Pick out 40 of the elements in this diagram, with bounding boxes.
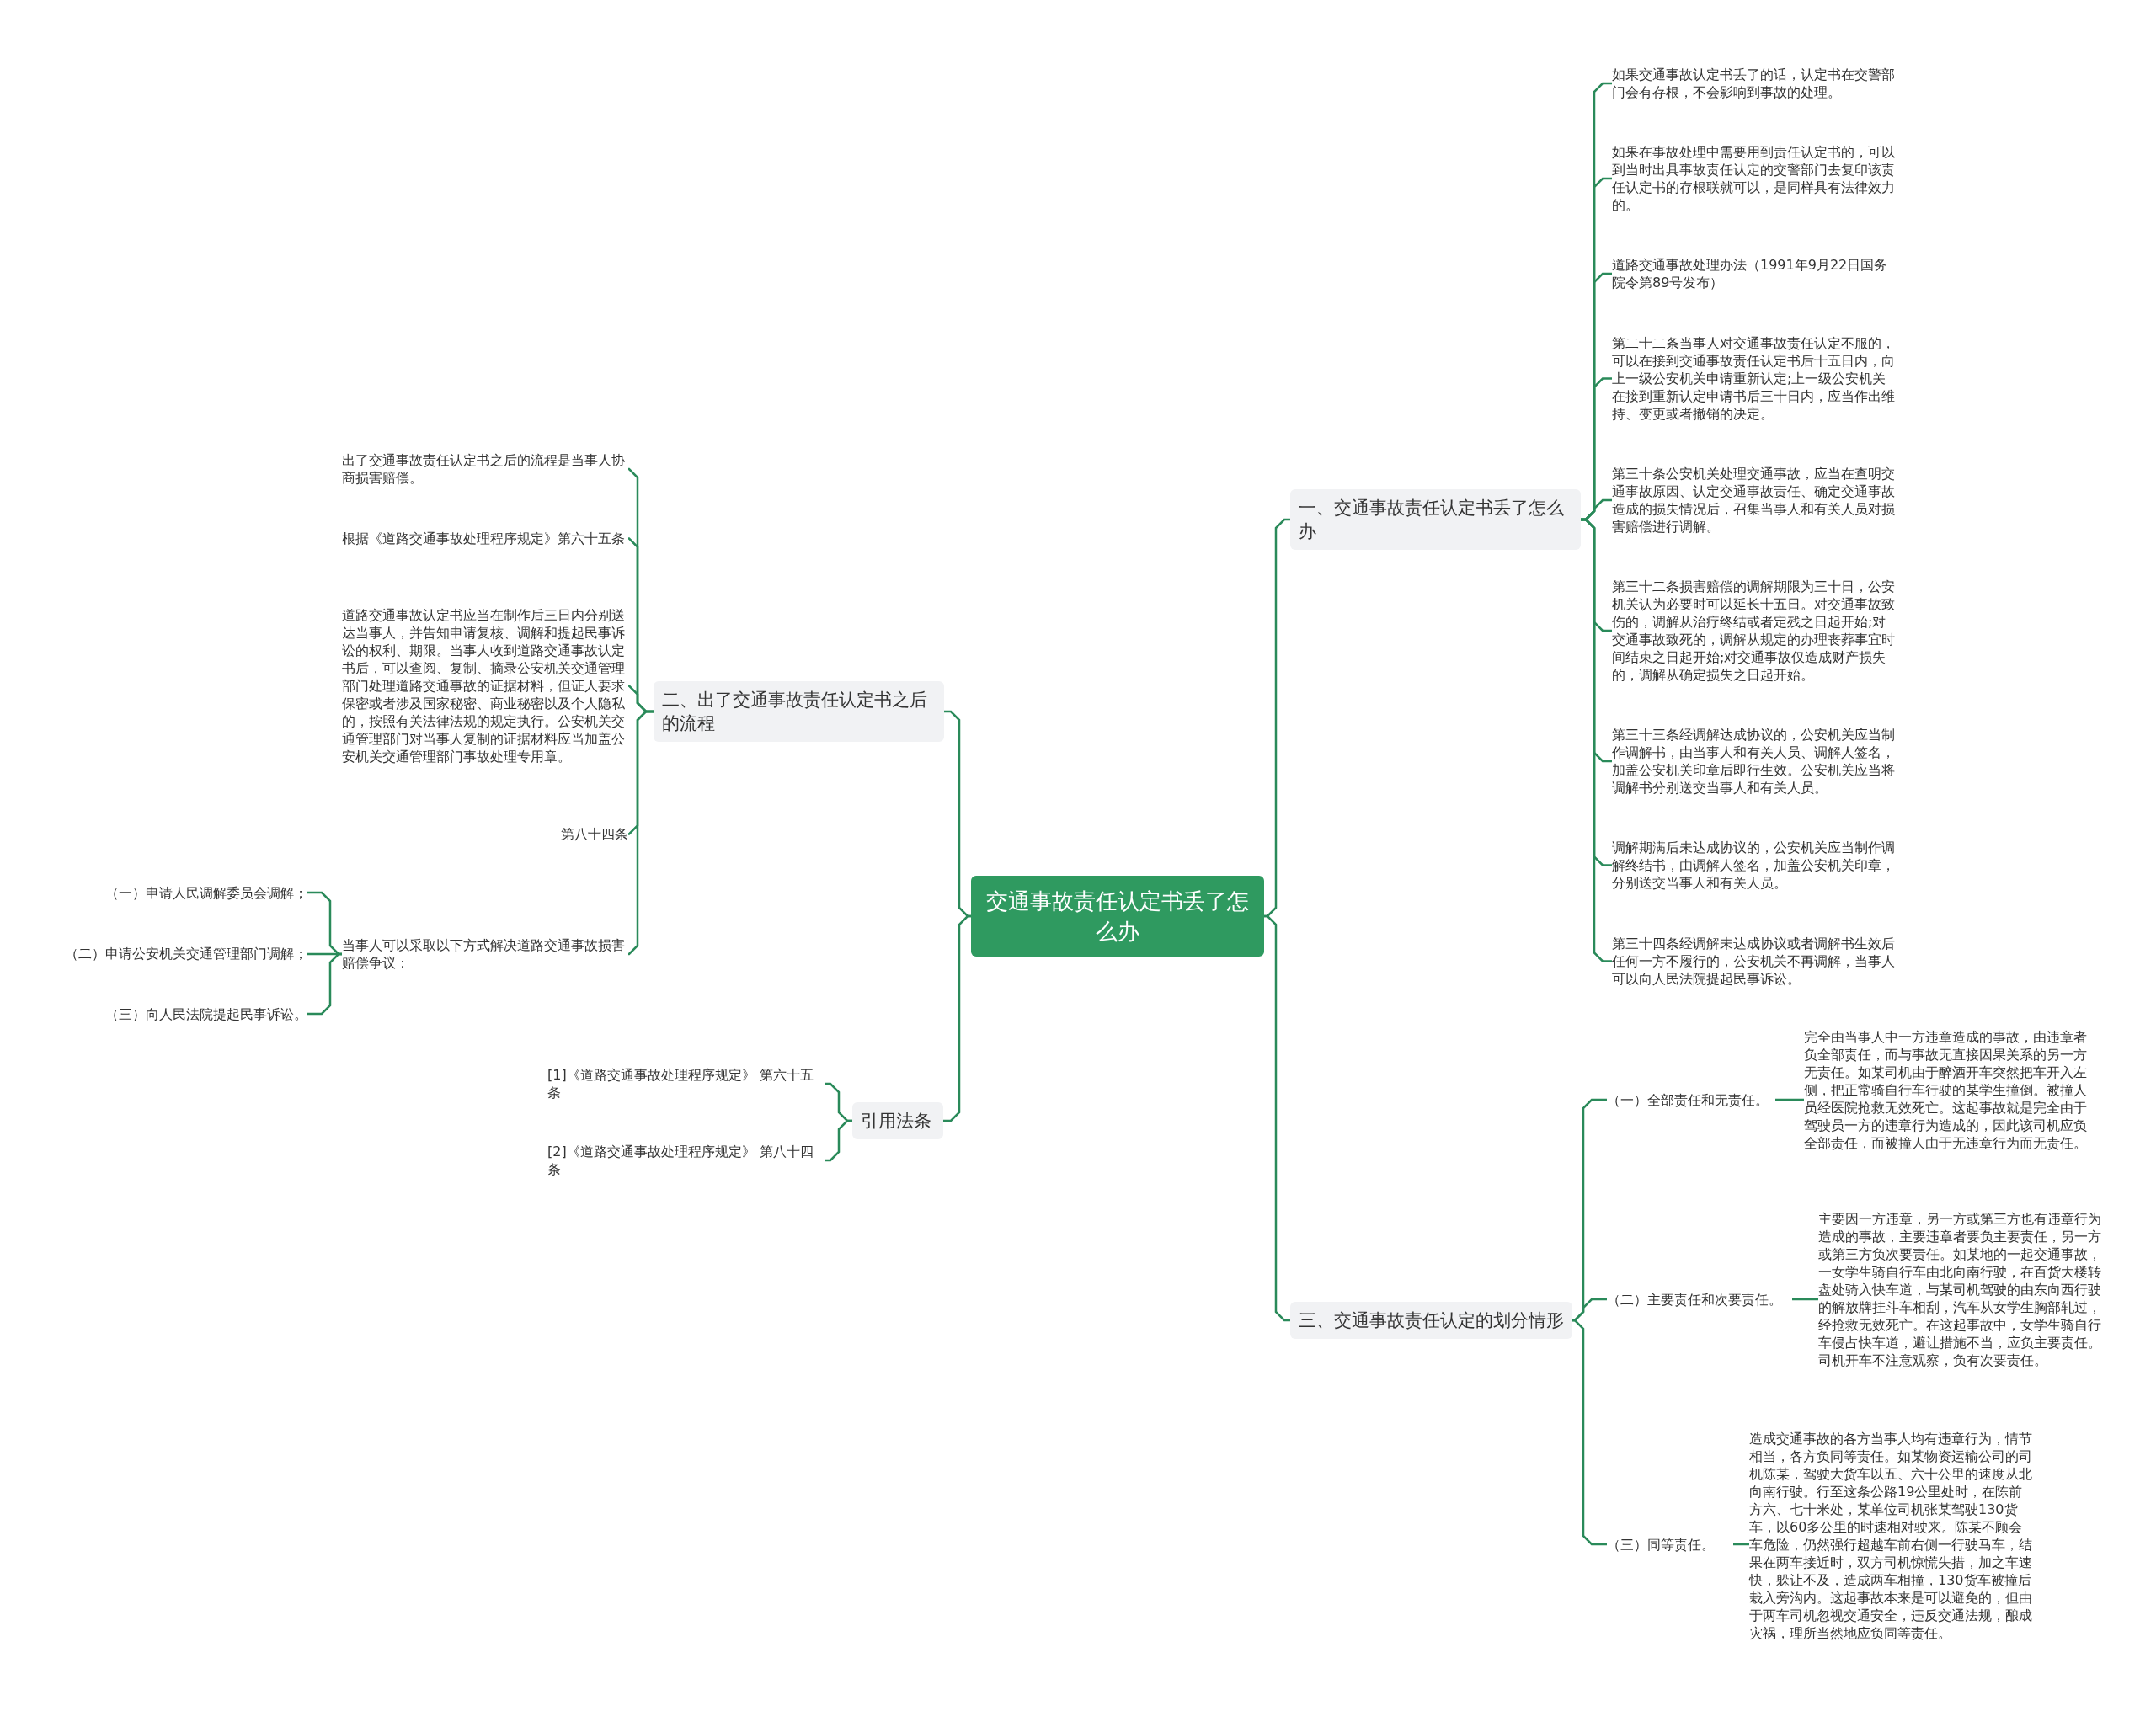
subtopic-text: （三）同等责任。 <box>1607 1535 1733 1554</box>
connector-line <box>1572 1319 1607 1546</box>
connector-line <box>1263 914 1290 1322</box>
branch-topic-box: 引用法条 <box>852 1102 943 1139</box>
note-text: 道路交通事故认定书应当在制作后三日内分别送达当事人，并告知申请复核、调解和提起民事诉讼的权利、期限。当事人收到道路交通事故认定书后，可以查阅、复制、摘录公安机关交通管理部门处理道路交通事故的证据材料，但证人要求保密或者涉及国家秘密、商业秘密以及个人隐私的，按照有关法律法规的规定执行。公安机关交通管理部门对当事人复制的证据材料应当加盖公安机关交通管理部门事故处理专用章。 <box>342 606 628 765</box>
note-text: 根据《道路交通事故处理程序规定》第六十五条 <box>342 530 628 547</box>
note-text: 第三十三条经调解达成协议的，公安机关应当制作调解书，由当事人和有关人员、调解人签名，加盖公安机关印章后即行生效。公安机关应当将调解书分别送交当事人和有关人员。 <box>1612 726 1898 797</box>
note-text: 主要因一方违章，另一方或第三方也有违章行为造成的事故，主要违章者要负主要责任，另一方或第三方负次要责任。如某地的一起交通事故，一女学生骑自行车由北向南行驶，在百货大楼转盘处骑入快车道，与某司机驾驶的由东向西行驶的解放牌挂斗车相刮，汽车从女学生胸部轧过，经抢救无效死亡。在这起事故中，女学生骑自行车侵占快车道，避让措施不当，应负主要责任。司机开车不注意观察，负有次要责任。 <box>1818 1210 2101 1369</box>
note-text: 第八十四条 <box>342 825 628 843</box>
connector-line <box>1775 1098 1804 1101</box>
branch-topic-box: 三、交通事故责任认定的划分情形 <box>1290 1302 1572 1339</box>
note-text: （一）申请人民调解委员会调解； <box>17 883 307 902</box>
note-text: [2]《道路交通事故处理程序规定》 第八十四条 <box>547 1143 825 1178</box>
note-text: 调解期满后未达成协议的，公安机关应当制作调解终结书，由调解人签名，加盖公安机关印章，分别送交当事人和有关人员。 <box>1612 839 1898 892</box>
subtopic-text: （二）主要责任和次要责任。 <box>1607 1290 1792 1309</box>
note-text: 如果在事故处理中需要用到责任认定书的，可以到当时出具事故责任认定的交警部门去复印该责任认定书的存根联就可以，是同样具有法律效力的。 <box>1612 143 1898 214</box>
note-text: 完全由当事人中一方违章造成的事故，由违章者负全部责任，而与事故无直接因果关系的另一方无责任。如某司机由于醉酒开车突然把车开入左侧，把正常骑自行车行驶的某学生撞倒。被撞人员经医院抢救无效死亡。这起事故就是完全由于驾驶员一方的违章行为造成的，因此该司机应负全部责任，而被撞人由于无违章行为而无责任。 <box>1804 1028 2087 1152</box>
connector-line <box>1792 1298 1818 1301</box>
connector-line <box>825 1119 852 1162</box>
note-text: 第三十四条经调解未达成协议或者调解书生效后任何一方不履行的，公安机关不再调解，当事人可以向人民法院提起民事诉讼。 <box>1612 935 1898 988</box>
note-text: 如果交通事故认定书丢了的话，认定书在交警部门会有存根，不会影响到事故的处理。 <box>1612 66 1898 101</box>
note-text: 当事人可以采取以下方式解决道路交通事故损害赔偿争议： <box>342 936 628 972</box>
connector-line <box>307 952 342 1016</box>
note-text: 造成交通事故的各方当事人均有违章行为，情节相当，各方负同等责任。如某物资运输公司的司机陈某，驾驶大货车以五、六十公里的速度从北向南行驶。行至这条公路19公里处时，在陈前方六、七十米处，某单位司机张某驾驶130货车，以60多公里的时速相对驶来。陈某不顾会车危险，仍然强行超越车前右侧一行驶马车，结果在两车接近时，双方司机惊慌失措，加之车速快，躲让不及，造成两车相撞，130货车被撞后栽入旁沟内。这起事故本来是可以避免的，但由于两车司机忽视交通安全，违反交通法规，酿成灾祸，理所当然地应负同等责任。 <box>1749 1430 2032 1642</box>
note-text: 道路交通事故处理办法（1991年9月22日国务院令第89号发布） <box>1612 256 1898 291</box>
note-text: [1]《道路交通事故处理程序规定》 第六十五条 <box>547 1066 825 1101</box>
note-text: （三）向人民法院提起民事诉讼。 <box>17 1005 307 1023</box>
connector-line <box>627 710 654 956</box>
note-text: 第二十二条当事人对交通事故责任认定不服的，可以在接到交通事故责任认定书后十五日内，向上一级公安机关申请重新认定;上一级公安机关在接到重新认定申请书后三十日内，应当作出维持、变更或者撤销的决定。 <box>1612 334 1898 423</box>
connector-line <box>943 914 971 1122</box>
subtopic-text: （一）全部责任和无责任。 <box>1607 1090 1775 1109</box>
branch-topic-box: 二、出了交通事故责任认定书之后的流程 <box>654 681 944 742</box>
connector-line <box>1733 1543 1749 1546</box>
branch-topic-box: 一、交通事故责任认定书丢了怎么办 <box>1290 489 1581 550</box>
connector-line <box>1572 1298 1607 1322</box>
note-text: （二）申请公安机关交通管理部门调解； <box>17 944 307 962</box>
note-text: 出了交通事故责任认定书之后的流程是当事人协商损害赔偿。 <box>342 451 628 487</box>
note-text: 第三十二条损害赔偿的调解期限为三十日，公安机关认为必要时可以延长十五日。对交通事故致伤的，调解从治疗终结或者定残之日起开始;对交通事故致死的，调解从规定的办理丧葬事宜时间结束之日起开始;对交通事故仅造成财产损失的，调解从确定损失之日起开始。 <box>1612 578 1898 684</box>
central-topic-box: 交通事故责任认定书丢了怎么办 <box>971 876 1264 957</box>
note-text: 第三十条公安机关处理交通事故，应当在查明交通事故原因、认定交通事故责任、确定交通事故造成的损失情况后，召集当事人和有关人员对损害赔偿进行调解。 <box>1612 465 1898 536</box>
